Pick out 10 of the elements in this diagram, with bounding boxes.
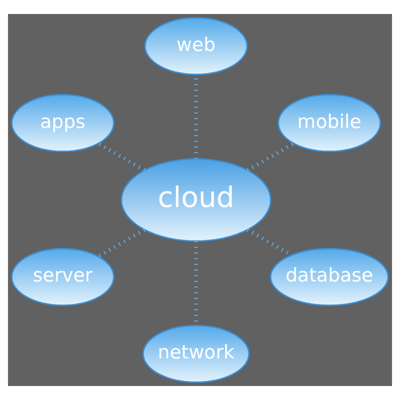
node-ellipse: server [11, 248, 114, 306]
connector [246, 142, 295, 172]
node-ellipse: mobile [278, 94, 382, 152]
node-ellipse: network [142, 324, 250, 383]
node-ellipse: apps [11, 94, 114, 152]
node-ellipse: database [270, 248, 389, 306]
connector [98, 142, 146, 172]
node-ellipse: cloud [120, 158, 272, 242]
node-ellipse: web [144, 17, 248, 76]
connector [98, 228, 146, 258]
